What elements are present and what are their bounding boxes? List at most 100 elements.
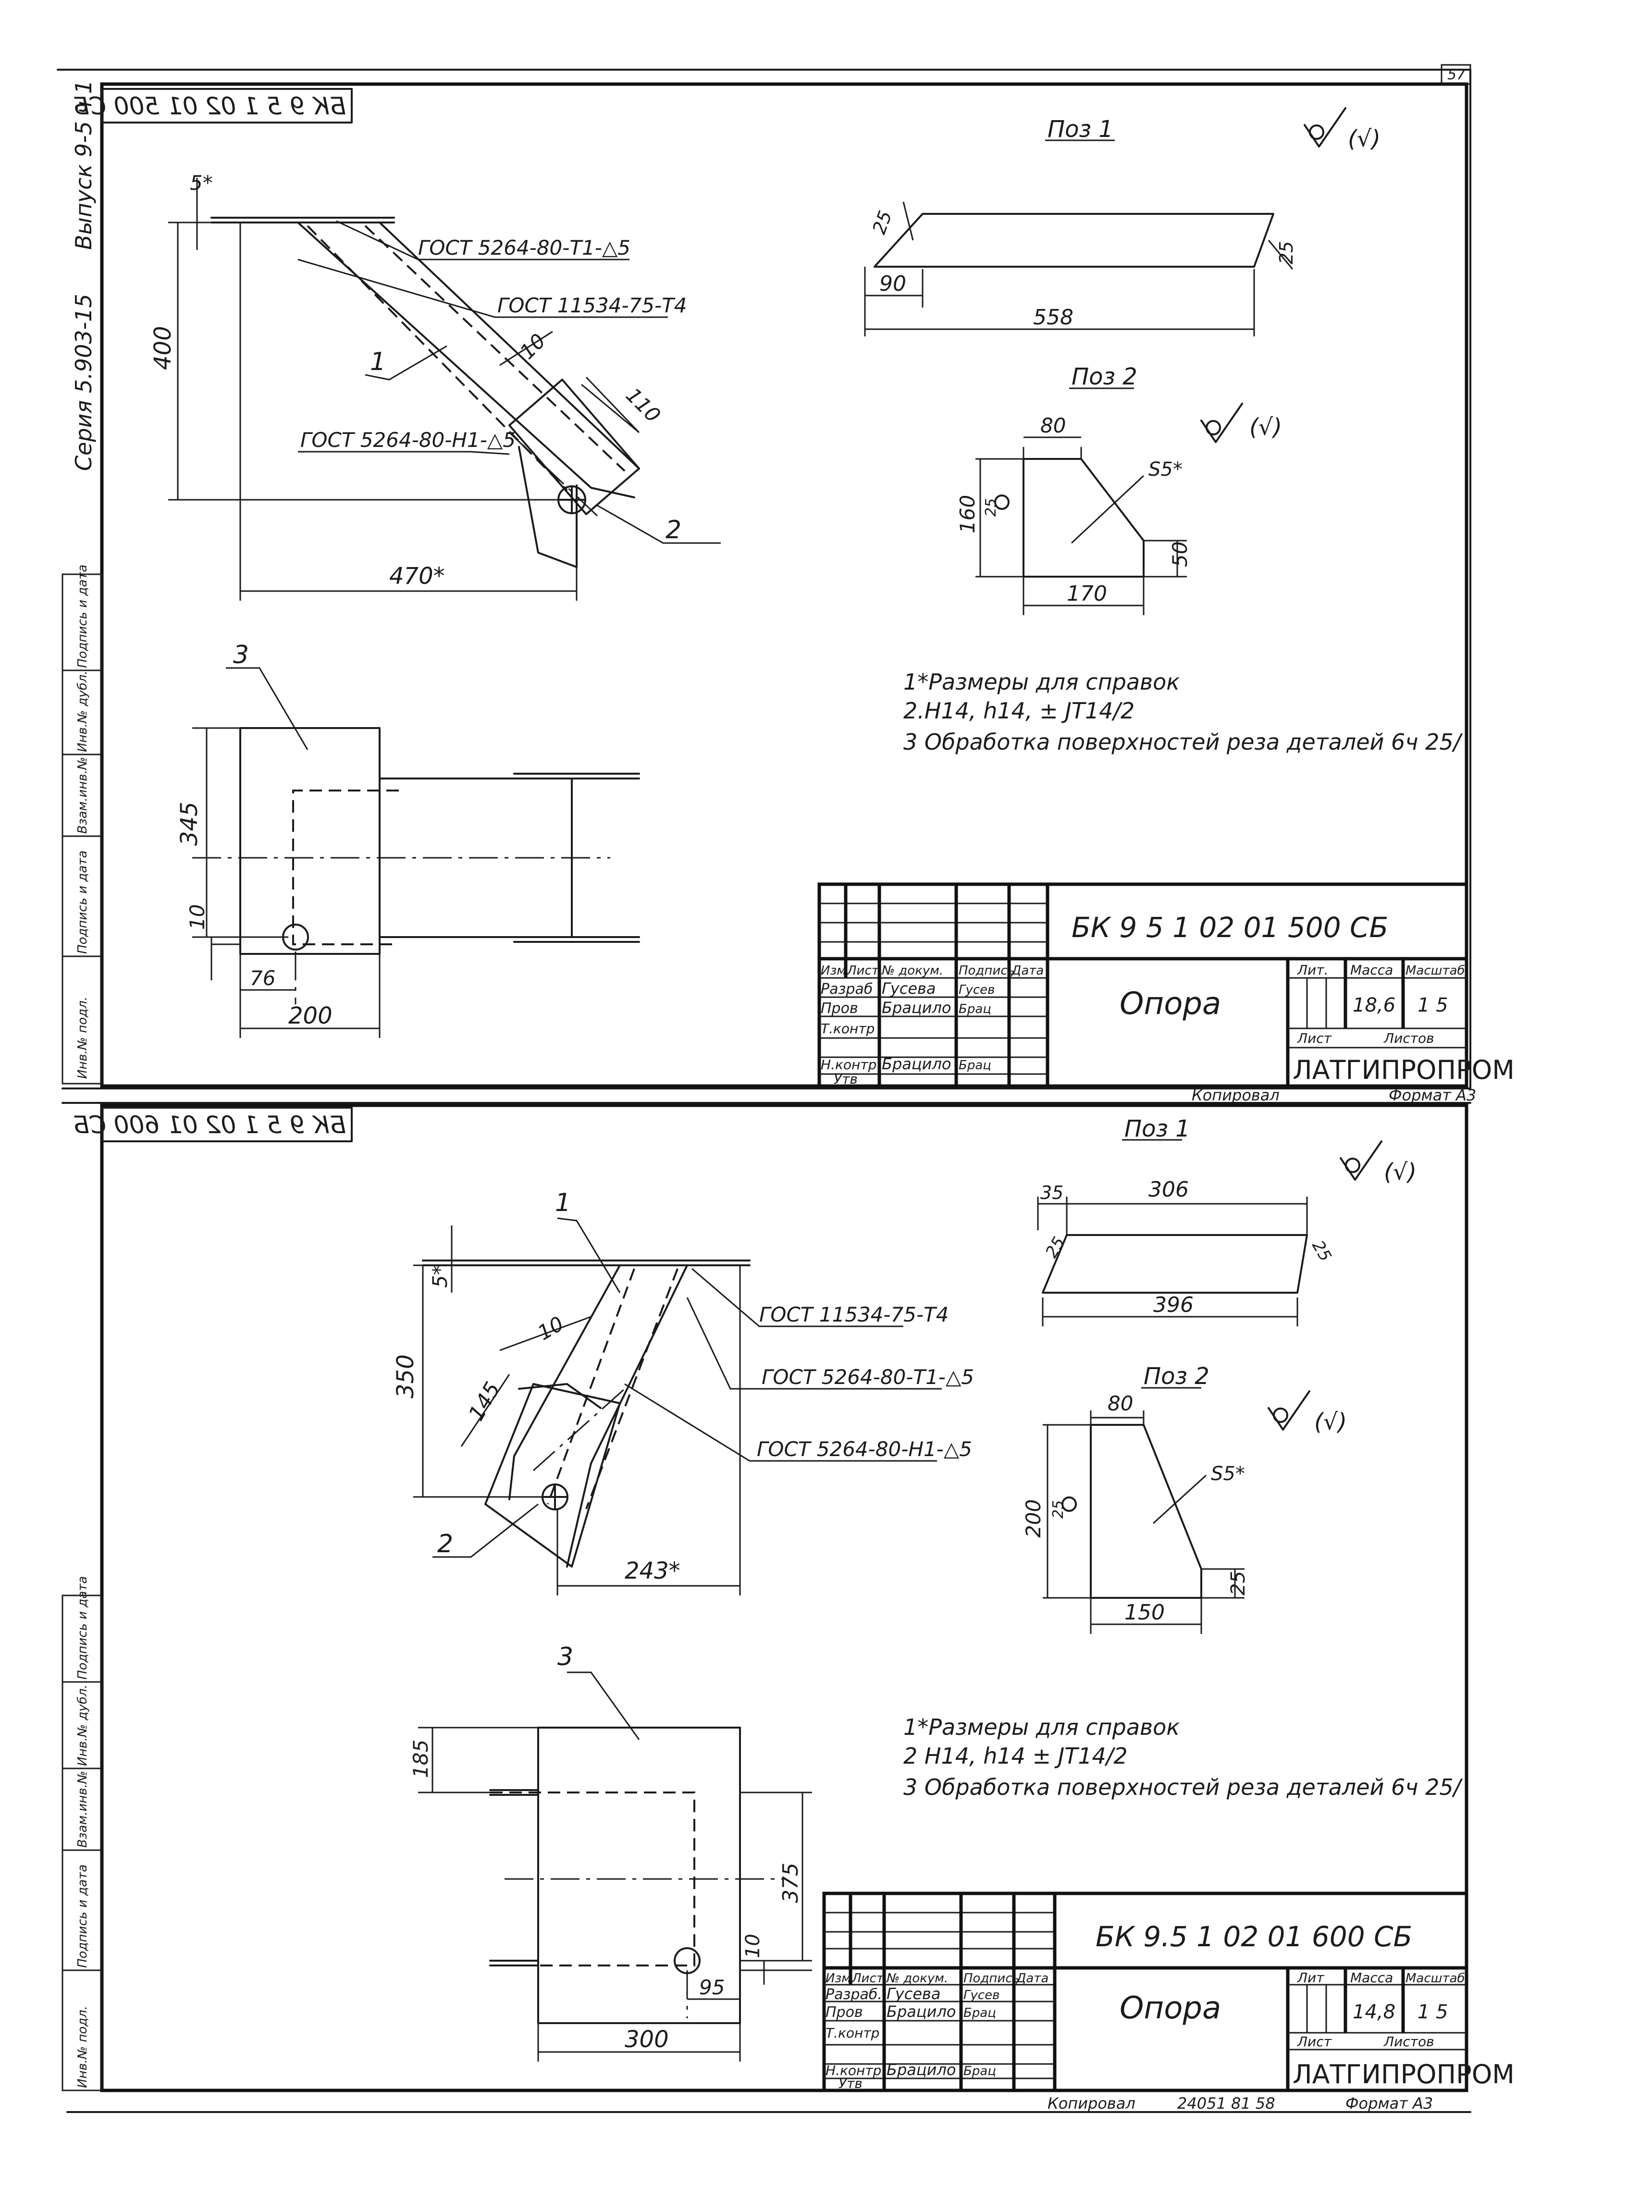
tb-header: Изм. [821,964,850,978]
side-col-label: Подпись и дата [75,851,90,954]
s2-part-leaders [432,1217,640,1740]
roughness-note: (√) [1348,125,1381,152]
part-label: 2 [437,1530,453,1558]
part-label: 3 [233,641,249,669]
dim-label: 185 [409,1740,432,1778]
tb-role: Н.контр. [826,2063,886,2078]
mirrored-code-box: БК 9 5 1 02 01 500 СБ [73,88,353,124]
roughness-note: (√) [1314,1409,1347,1435]
side-col-label: Подпись и дата [75,1576,90,1680]
tb-role: Т.контр [826,2025,879,2041]
dim-label: 306 [1148,1177,1189,1202]
dim-label: S5* [1148,458,1183,481]
tb-person: Брацило [882,999,951,1017]
dim-label: 80 [1040,414,1066,437]
dim-label: 25 [1050,1500,1067,1519]
page-number: 57 [1447,66,1466,83]
tb-role: Разраб [821,981,873,998]
part-label: 3 [557,1643,573,1671]
tb-header: Масштаб [1405,1971,1465,1986]
tb-header: Масса [1350,962,1393,978]
designation: БК 9 5 1 02 01 500 СБ [1072,911,1388,944]
tb-header: Дата [1011,964,1044,978]
tb-header: Дата [1016,1971,1048,1986]
issue-label: Выпуск 9-5 ч 1 [71,80,97,250]
org-name: ЛАТГИПРОПРОМ [1293,2059,1515,2089]
tb-header: Лист [1297,2034,1332,2050]
s2-pos2-part [1043,1410,1245,1634]
tb-role: Н.контр [821,1057,876,1073]
note-line: 1*Размеры для справок [903,1714,1180,1740]
note-line: 1*Размеры для справок [903,669,1180,695]
side-col-label: Взам.инв.№ [75,757,90,834]
svg-text:БК 9 5 1 02 01 600 СБ: БК 9 5 1 02 01 600 СБ [73,1111,346,1139]
tb-person: Брацило [882,1055,951,1073]
part-label: 1 [370,347,386,376]
tb-person: Брацило [887,2061,956,2079]
tb-person: Брацило [887,2002,956,2021]
footer-number: 24051 81 58 [1177,2094,1275,2113]
side-col-label: Взам.инв.№ [75,1771,90,1848]
tb-role: Пров [821,1000,858,1017]
s1-top-dims [192,727,381,1038]
tb-header: Лит. [1297,962,1328,978]
dim-label: 160 [956,495,979,533]
roughness-icon [1340,1140,1382,1181]
part-name: Опора [1120,1990,1221,2026]
dim-label: 80 [1108,1392,1133,1415]
side-col-label: Инв.№ подл. [75,2006,90,2088]
footer-format: Формат А3 [1389,1086,1476,1104]
side-col-label: Подпись и дата [75,565,90,668]
tb-header: № докум. [881,964,943,978]
tb-signature: Брац [959,1058,991,1073]
side-col-label: Инв.№ дубл. [75,670,90,752]
weld-callout: ГОСТ 11534-75-Т4 [759,1303,949,1326]
weld-callout: ГОСТ 5264-80-Н1-△5 [300,428,516,452]
weld-callout: ГОСТ 11534-75-Т4 [497,294,687,317]
note-line: 3 Обработка поверхностей реза деталей 6ч… [903,1774,1463,1800]
roughness-icon [1304,107,1346,148]
dim-label: 300 [625,2026,669,2053]
tb-header: Подпись [963,1971,1020,1986]
dim-label: 200 [288,1002,333,1029]
s2-main-view [422,1260,751,1568]
dim-label: 396 [1153,1293,1194,1317]
dim-label: 170 [1067,581,1107,606]
dim-label: 10 [185,904,209,930]
dim-label: 10 [515,329,550,364]
tb-header: Лист [851,1971,884,1986]
pos-title: Поз 1 [1048,116,1113,143]
tb-header: Лист [1297,1030,1332,1046]
s2-title-block [822,1891,1468,2092]
tb-header: Листов [1383,2034,1434,2050]
pos-title: Поз 1 [1124,1115,1190,1142]
s1-part-leaders [226,345,721,750]
s2-top-view [489,1727,783,2024]
s1-pos2-part [975,436,1187,615]
footer-copied: Копировал [1192,1086,1280,1104]
tb-signature: Гусев [963,1988,1000,2002]
tb-role: Разраб. [826,1986,882,2003]
weld-callout: ГОСТ 5264-80-Т1-△5 [418,236,630,260]
roughness-note: (√) [1249,414,1282,441]
dim-label: 10 [534,1311,568,1345]
dim-label: 350 [392,1354,419,1398]
mirrored-code-box: БК 9 5 1 02 01 600 СБ [73,1107,353,1142]
note-line: 2.Н14, h14, ± JT14/2 [903,698,1134,724]
dim-label: S5* [1211,1463,1245,1485]
pos-title: Поз 2 [1144,1363,1209,1390]
pos-title: Поз 2 [1072,363,1137,390]
tb-header: Масса [1350,1970,1393,1986]
dim-label: 375 [778,1863,803,1903]
dim-label: 50 [1168,542,1192,567]
tb-header: Масштаб [1405,964,1465,978]
s1-main-view [210,217,640,568]
dim-label: 145 [464,1378,505,1425]
dim-label: 10 [742,1934,764,1958]
dim-label: 470* [389,563,445,590]
dim-label: 400 [149,326,176,370]
roughness-icon [1268,1390,1310,1431]
org-name: ЛАТГИПРОПРОМ [1293,1055,1515,1085]
footer-copied: Копировал [1048,2094,1135,2113]
tb-role: Т.контр [821,1021,875,1037]
